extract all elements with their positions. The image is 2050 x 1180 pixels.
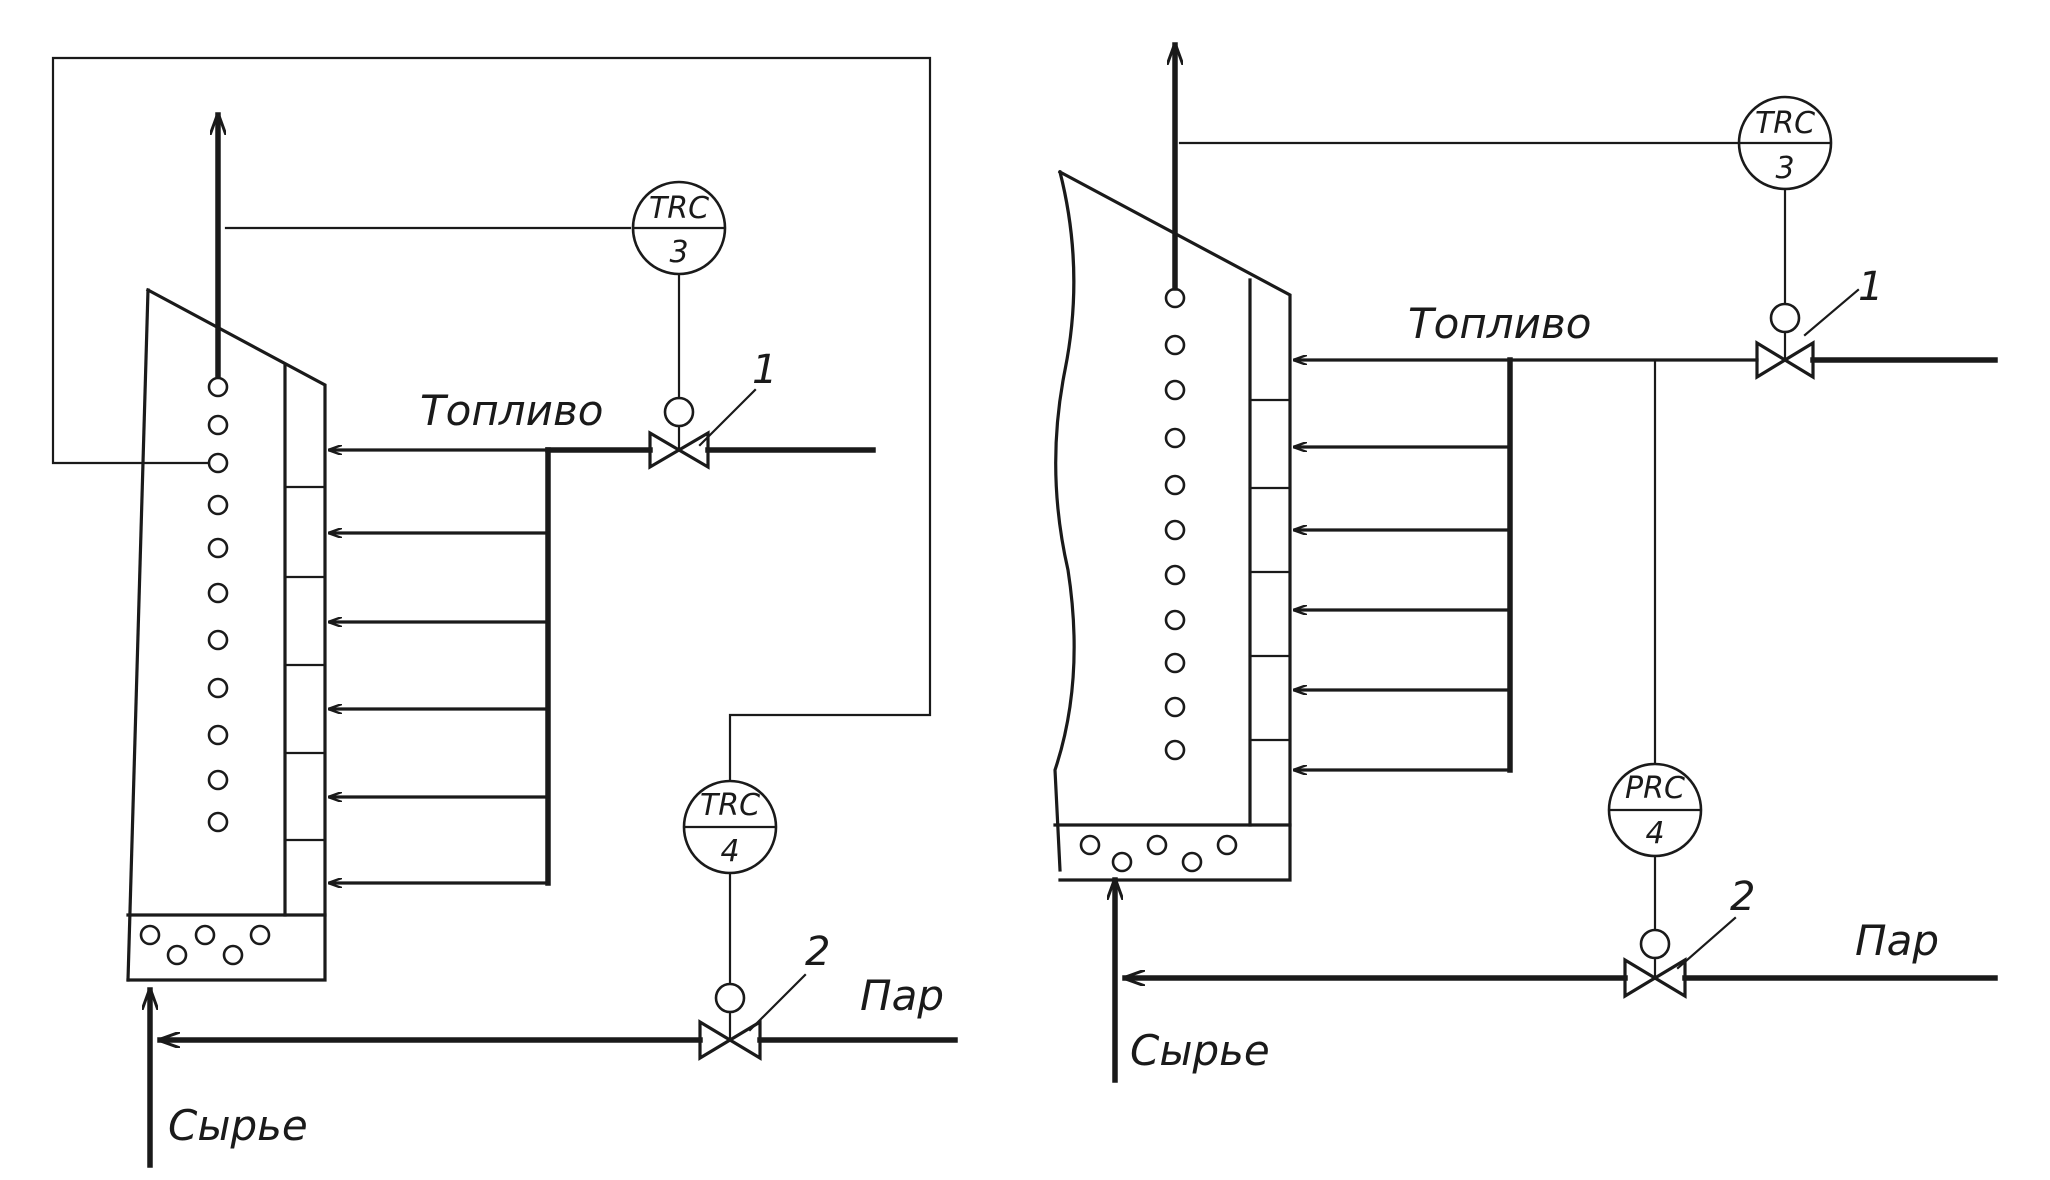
burner-cells: [283, 485, 327, 842]
valve-2-label-right: 2: [1730, 874, 1755, 920]
valve-1-label-left: 1: [752, 347, 777, 393]
svg-text:3: 3: [1775, 151, 1794, 186]
controller-trc3-right: TRC 3: [1737, 95, 1833, 191]
feed-label-right: Сырье: [1130, 1026, 1270, 1075]
control-valve-2-right: [1623, 928, 1687, 999]
valve-1-leader-right: [1803, 288, 1860, 337]
outlet-temp-loop-left: [51, 56, 932, 782]
valve-2-leader-right: [1676, 916, 1737, 970]
fuel-branches-right: [1295, 447, 1512, 770]
controller-prc4-right: PRC 4: [1607, 762, 1703, 858]
svg-text:4: 4: [1645, 816, 1664, 851]
control-valve-2-left: [698, 982, 762, 1061]
controller-trc3-left: TRC 3: [631, 180, 727, 276]
fuel-branches-left: [330, 450, 550, 883]
svg-text:TRC: TRC: [1755, 106, 1815, 141]
furnace-left: [126, 287, 327, 982]
convection-tubes: [139, 924, 271, 966]
svg-text:3: 3: [669, 235, 688, 270]
valve-2-label-left: 2: [805, 929, 830, 975]
feed-label-left: Сырье: [168, 1101, 308, 1150]
scheme-left: Топливо 1 TRC 3 TRC 4: [51, 56, 958, 1168]
radiant-tubes-right: [1164, 287, 1186, 761]
burner-cells-right: [1248, 398, 1292, 742]
furnace-right: [1053, 169, 1292, 882]
svg-text:4: 4: [720, 834, 739, 869]
furnace-left-outline: [126, 287, 327, 982]
svg-text:TRC: TRC: [649, 191, 709, 226]
scheme-right: TRC 3 1 Топливо PRC 4: [1053, 42, 1998, 1083]
valve-1-leader-left: [698, 388, 757, 447]
svg-text:PRC: PRC: [1625, 771, 1685, 806]
furnace-left-wall: [126, 288, 150, 982]
steam-label-left: Пар: [860, 971, 944, 1020]
convection-tubes-right: [1079, 834, 1238, 873]
valve-1-label-right: 1: [1858, 264, 1883, 310]
valve-2-leader-left: [748, 973, 807, 1032]
controller-trc4-left: TRC 4: [682, 779, 778, 875]
fuel-label-left: Топливо: [420, 386, 603, 435]
furnace-right-broken-wall: [1053, 170, 1076, 872]
steam-label-right: Пар: [1855, 916, 1939, 965]
svg-text:TRC: TRC: [700, 788, 760, 823]
control-valve-1-right: [1755, 302, 1815, 380]
fuel-label-right: Топливо: [1408, 299, 1591, 348]
control-valve-1-left: [648, 396, 710, 470]
radiant-tubes: [207, 376, 229, 833]
